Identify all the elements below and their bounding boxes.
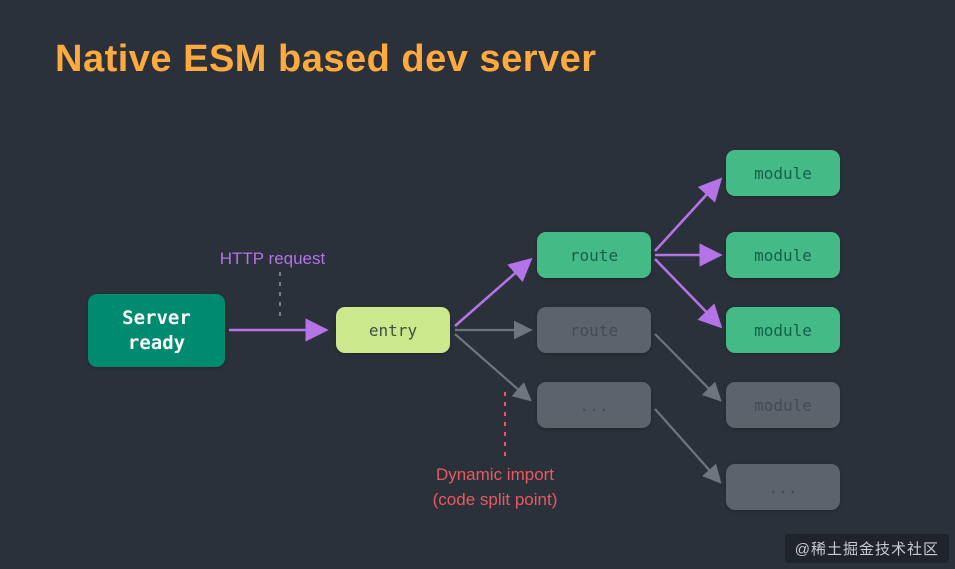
route-more-label: ...: [579, 395, 609, 415]
arrow-route-to-module-3: [654, 258, 723, 329]
arrow-entry-to-route-more: [454, 333, 532, 402]
diagram-title: Native ESM based dev server: [55, 38, 597, 80]
dynamic-import-line2: (code split point): [432, 489, 558, 509]
module-label: module: [754, 395, 812, 415]
server-ready-label-line1: Server: [122, 306, 191, 329]
module-node-2: module: [726, 232, 840, 278]
http-request-annotation: HTTP request: [219, 249, 326, 268]
server-ready-label-line2: ready: [127, 331, 186, 354]
dynamic-import-annotation: Dynamic import (code split point): [400, 463, 590, 512]
arrow-route-inactive-to-module-4: [654, 333, 722, 402]
server-ready-node: Server ready: [88, 294, 225, 367]
arrow-route-more-to-module-more: [654, 408, 722, 484]
module-node-1: module: [726, 150, 840, 196]
entry-label: entry: [368, 320, 418, 340]
module-label: module: [754, 163, 812, 183]
route-label: route: [569, 245, 619, 265]
module-label: module: [754, 245, 812, 265]
route-label: route: [569, 320, 619, 340]
watermark: @稀土掘金技术社区: [784, 534, 949, 563]
entry-node: entry: [336, 307, 450, 353]
route-node-active: route: [537, 232, 651, 278]
arrow-entry-to-route-active: [454, 257, 533, 327]
arrow-route-to-module-1: [654, 177, 723, 252]
module-node-3: module: [726, 307, 840, 353]
module-label: module: [754, 320, 812, 340]
module-node-more: ...: [726, 464, 840, 510]
dynamic-import-line1: Dynamic import: [435, 465, 555, 484]
module-node-4: module: [726, 382, 840, 428]
route-node-inactive: route: [537, 307, 651, 353]
module-more-label: ...: [768, 477, 798, 497]
route-node-more: ...: [537, 382, 651, 428]
